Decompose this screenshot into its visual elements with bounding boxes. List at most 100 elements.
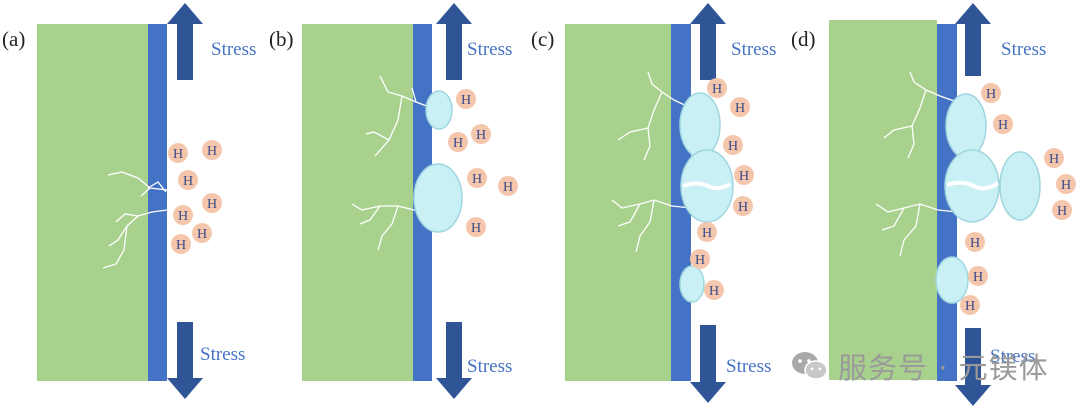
hydrogen-label: H xyxy=(1049,152,1059,167)
hydrogen-atom xyxy=(168,143,188,163)
hydrogen-atom xyxy=(734,165,754,185)
hydrogen-label: H xyxy=(735,101,745,116)
hydrogen-label: H xyxy=(728,139,738,154)
hydrogen-atom xyxy=(202,140,222,160)
hydrogen-atom xyxy=(1044,148,1064,168)
panel-c-blister-upper xyxy=(679,92,721,158)
watermark: 服务号 · 元镁体 xyxy=(790,346,1070,386)
panel-c-stress-arrow-down xyxy=(690,325,726,403)
panel-a-stress-label-top: Stress xyxy=(211,39,256,60)
panel-b-stress-label-bottom: Stress xyxy=(467,356,512,377)
panel-a-coating xyxy=(148,24,167,381)
hydrogen-atom xyxy=(456,89,476,109)
panel-c-label: (c) xyxy=(531,27,554,51)
hydrogen-atom xyxy=(1052,200,1072,220)
hydrogen-label: H xyxy=(173,147,183,162)
hydrogen-atom xyxy=(704,280,724,300)
panel-d-blister-lower xyxy=(935,256,969,304)
panel-c-cracks xyxy=(611,71,692,253)
hydrogen-label: H xyxy=(1057,204,1067,219)
watermark-text: 服务号 · 元镁体 xyxy=(838,351,1049,385)
hydrogen-label: H xyxy=(197,227,207,242)
wechat-icon xyxy=(792,352,828,380)
panel-d-stress-arrow-up xyxy=(955,3,991,76)
hydrogen-atom xyxy=(697,222,717,242)
hydrogen-label: H xyxy=(986,87,996,102)
hydrogen-atom xyxy=(993,114,1013,134)
hydrogen-label: H xyxy=(183,174,193,189)
panel-b-blister-large xyxy=(413,163,463,233)
hydrogen-atom xyxy=(968,266,988,286)
hydrogen-atom xyxy=(467,168,487,188)
hydrogen-label: H xyxy=(503,180,513,195)
panel-a-stress-arrow-up xyxy=(167,3,203,80)
hydrogen-atom xyxy=(960,295,980,315)
hydrogen-atom xyxy=(466,217,486,237)
panel-c-blister-crack xyxy=(682,181,732,191)
panel-c-stress-label-top: Stress xyxy=(731,39,776,60)
panel-d-cracks xyxy=(875,71,958,257)
panel-b-stress-label-top: Stress xyxy=(467,39,512,60)
hydrogen-atom xyxy=(690,249,710,269)
hydrogen-label: H xyxy=(970,236,980,251)
hydrogen-atom xyxy=(723,135,743,155)
hydrogen-label: H xyxy=(738,200,748,215)
panel-d-stress-arrow-down xyxy=(955,328,991,406)
hydrogen-atom xyxy=(178,170,198,190)
panel-b-stress-arrow-down xyxy=(436,322,472,399)
panel-d-blister-detached xyxy=(999,151,1041,221)
panel-b-blister-small xyxy=(425,90,453,130)
hydrogen-label: H xyxy=(1061,178,1071,193)
panel-a-stress-label-bottom: Stress xyxy=(200,344,245,365)
hydrogen-label: H xyxy=(712,82,722,97)
hydrogen-label: H xyxy=(461,93,471,108)
panel-c-stress-label-bottom: Stress xyxy=(726,356,771,377)
hydrogen-label: H xyxy=(453,136,463,151)
panel-c-substrate xyxy=(565,24,671,381)
hydrogen-label: H xyxy=(739,169,749,184)
hydrogen-label: H xyxy=(476,128,486,143)
hydrogen-label: H xyxy=(176,238,186,253)
hydrogen-label: H xyxy=(178,209,188,224)
panel-d-label: (d) xyxy=(791,27,816,51)
hydrogen-label: H xyxy=(472,172,482,187)
panel-a-substrate xyxy=(37,24,148,381)
hydrogen-atom xyxy=(202,193,222,213)
hydrogen-atom xyxy=(498,176,518,196)
panel-a-label: (a) xyxy=(2,27,25,51)
panel-d-blister-upper xyxy=(945,93,987,159)
hydrogen-atom xyxy=(981,83,1001,103)
panel-d-stress-label-bottom: Stress xyxy=(990,346,1035,367)
hydrogen-label: H xyxy=(207,144,217,159)
hydrogen-label: H xyxy=(207,197,217,212)
hydrogen-atom xyxy=(173,205,193,225)
panel-b-label: (b) xyxy=(269,27,294,51)
hydrogen-label: H xyxy=(998,118,1008,133)
panel-c-blister-lower xyxy=(679,265,705,303)
panel-d-blister-crack xyxy=(946,180,1000,191)
panel-a-stress-arrow-down xyxy=(167,322,203,399)
panel-d-stress-label-top: Stress xyxy=(1001,39,1046,60)
hydrogen-atom xyxy=(733,196,753,216)
hydrogen-label: H xyxy=(471,221,481,236)
panel-b-substrate xyxy=(302,24,413,381)
panel-d-substrate xyxy=(829,20,937,380)
panel-a-cracks xyxy=(102,171,168,269)
hydrogen-label: H xyxy=(973,270,983,285)
hydrogen-atom xyxy=(730,97,750,117)
hydrogen-atom xyxy=(192,223,212,243)
hydrogen-label: H xyxy=(709,284,719,299)
hydrogen-label: H xyxy=(965,299,975,314)
panel-b-stress-arrow-up xyxy=(436,3,472,80)
hydrogen-atom xyxy=(448,132,468,152)
hydrogen-atom xyxy=(1056,174,1076,194)
hydrogen-atom xyxy=(965,232,985,252)
